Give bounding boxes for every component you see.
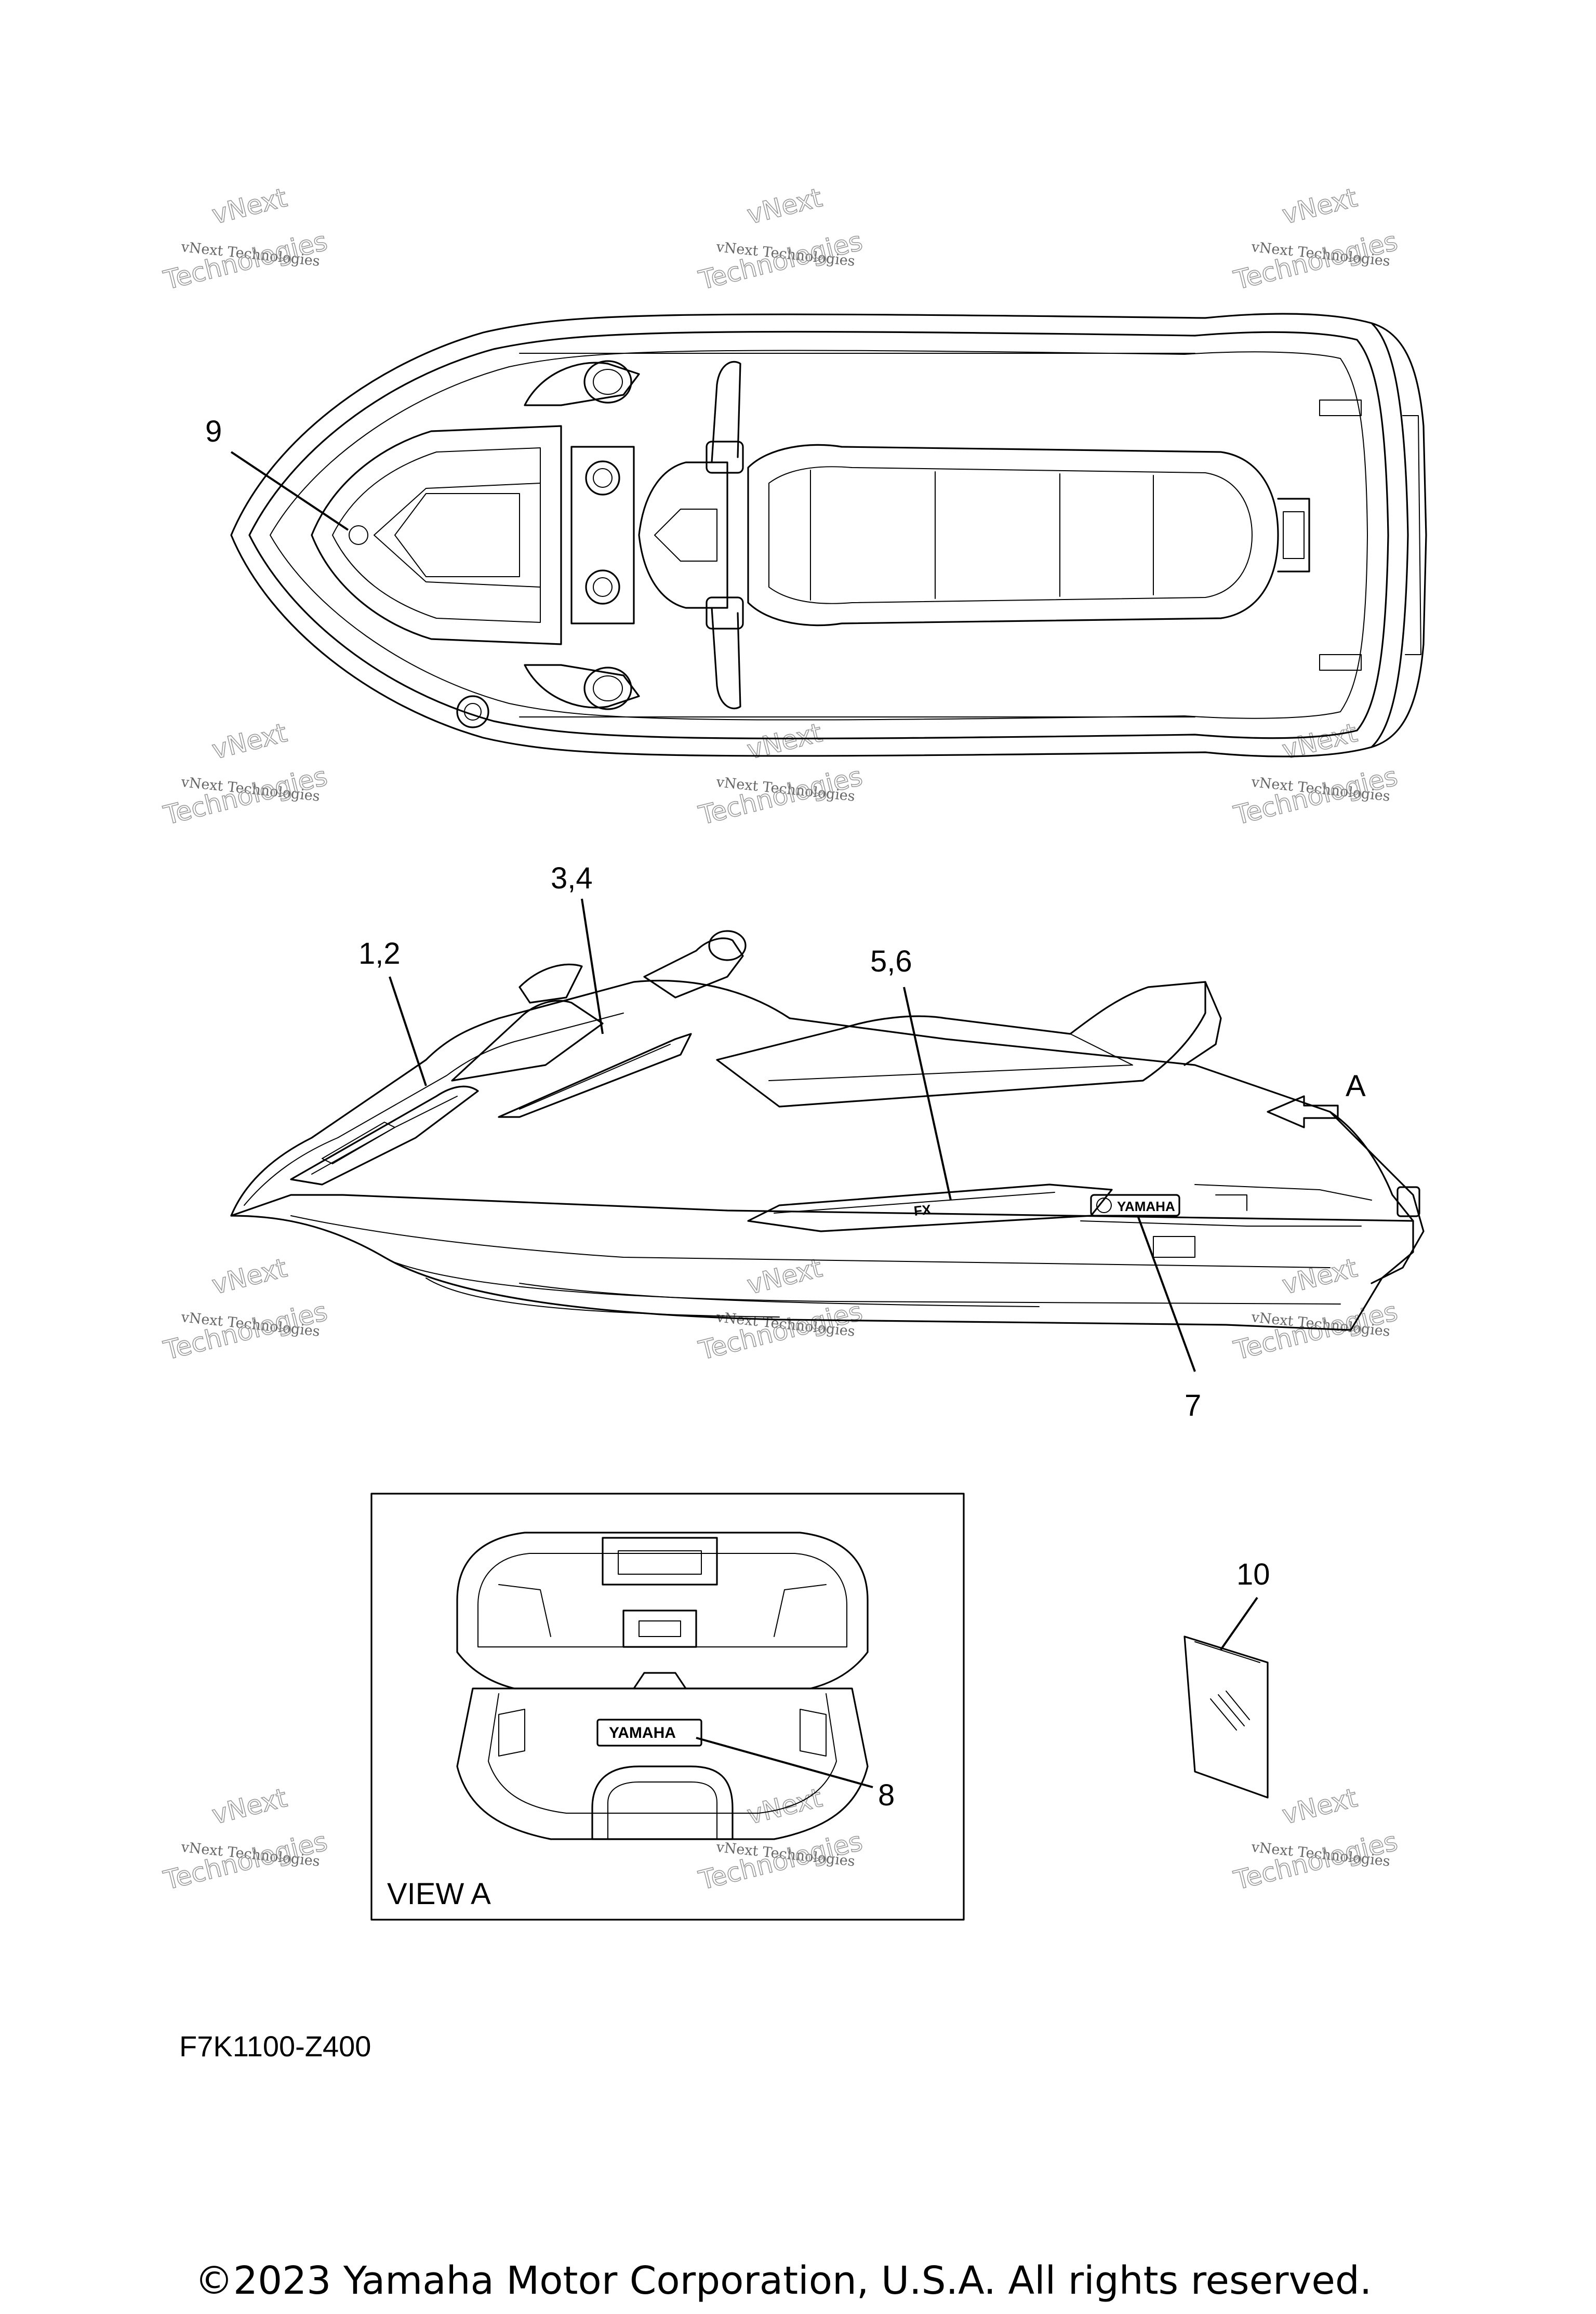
yamaha-side-badge <box>1090 1194 1180 1217</box>
callout-label: 9 <box>205 415 222 448</box>
callout-label: 1,2 <box>358 937 401 970</box>
view-a-panel: YAMAHA VIEW A <box>370 1493 965 1921</box>
svg-text:Technologies: Technologies <box>1231 761 1401 831</box>
callout-label: 5,6 <box>870 945 912 978</box>
callout-label: 8 <box>878 1778 895 1812</box>
watermark: vNext vNext Technologies Technologies <box>1230 717 1401 831</box>
watercraft-side-view: FX YAMAHA <box>230 930 1425 1331</box>
callout-9: 9 <box>205 415 349 531</box>
svg-text:vNext: vNext <box>1279 1783 1360 1830</box>
svg-text:Technologies: Technologies <box>696 761 866 831</box>
callout-10: 10 <box>1220 1558 1270 1651</box>
watermark: vNext vNext Technologies Technologies <box>695 182 866 296</box>
hull-outline <box>230 313 1409 757</box>
svg-text:vNext: vNext <box>209 1253 290 1300</box>
copyright-notice: ©2023 Yamaha Motor Corporation, U.S.A. A… <box>195 2258 1372 2303</box>
callout-8: 8 <box>696 1737 895 1812</box>
watermark: vNext vNext Technologies Technologies <box>695 1252 866 1366</box>
callout-a-arrow: A <box>1267 1069 1366 1128</box>
yamaha-side-logo-text: YAMAHA <box>1117 1199 1175 1214</box>
watermark: vNext vNext Technologies Technologies <box>160 1782 330 1896</box>
watermark: vNext vNext Technologies Technologies <box>1230 182 1401 296</box>
watermark: vNext vNext Technologies Technologies <box>160 182 330 296</box>
svg-text:Technologies: Technologies <box>161 1826 330 1896</box>
callout-label: A <box>1346 1069 1366 1103</box>
watermark: vNext vNext Technologies Technologies <box>160 717 330 831</box>
model-badge-side: FX <box>913 1202 932 1219</box>
svg-text:Technologies: Technologies <box>696 226 866 296</box>
svg-text:vNext: vNext <box>1279 182 1360 230</box>
item-10-sticker <box>1183 1635 1269 1799</box>
watercraft-top-view <box>230 313 1427 757</box>
svg-text:Technologies: Technologies <box>696 1826 866 1896</box>
svg-text:vNext: vNext <box>209 1783 290 1830</box>
svg-text:Technologies: Technologies <box>1231 226 1401 296</box>
callout-5-6: 5,6 <box>870 945 952 1201</box>
svg-text:vNext: vNext <box>209 182 290 230</box>
watermark: vNext vNext Technologies Technologies <box>1230 1252 1401 1366</box>
svg-text:vNext: vNext <box>1279 1253 1360 1300</box>
svg-text:Technologies: Technologies <box>1231 1826 1401 1896</box>
callout-label: 10 <box>1236 1558 1270 1591</box>
watermarks: vNext vNext Technologies Technologies vN… <box>160 182 1401 1896</box>
svg-text:Technologies: Technologies <box>161 1296 330 1366</box>
hull-side <box>230 1194 1414 1331</box>
svg-text:Technologies: Technologies <box>161 761 330 831</box>
callout-3-4: 3,4 <box>551 861 604 1034</box>
view-a-label: VIEW A <box>387 1877 491 1911</box>
svg-text:vNext: vNext <box>744 717 825 765</box>
svg-text:vNext: vNext <box>1279 717 1360 765</box>
callout-1-2: 1,2 <box>358 937 427 1086</box>
svg-text:Technologies: Technologies <box>161 226 330 296</box>
yamaha-stern-badge <box>596 1719 702 1747</box>
callout-label: 3,4 <box>551 861 593 895</box>
svg-text:Technologies: Technologies <box>696 1296 866 1366</box>
callout-label: 7 <box>1185 1389 1201 1422</box>
svg-text:vNext: vNext <box>744 1783 825 1830</box>
view-a-frame <box>370 1493 965 1921</box>
watermark: vNext vNext Technologies Technologies <box>1230 1782 1401 1896</box>
watermark: vNext vNext Technologies Technologies <box>160 1252 330 1366</box>
part-code: F7K1100-Z400 <box>179 2030 371 2063</box>
watermark: vNext vNext Technologies Technologies <box>695 717 866 831</box>
yamaha-stern-logo-text: YAMAHA <box>609 1724 676 1741</box>
svg-text:vNext: vNext <box>744 182 825 230</box>
svg-text:Technologies: Technologies <box>1231 1296 1401 1366</box>
svg-text:vNext: vNext <box>209 717 290 765</box>
callout-7: 7 <box>1137 1215 1201 1422</box>
